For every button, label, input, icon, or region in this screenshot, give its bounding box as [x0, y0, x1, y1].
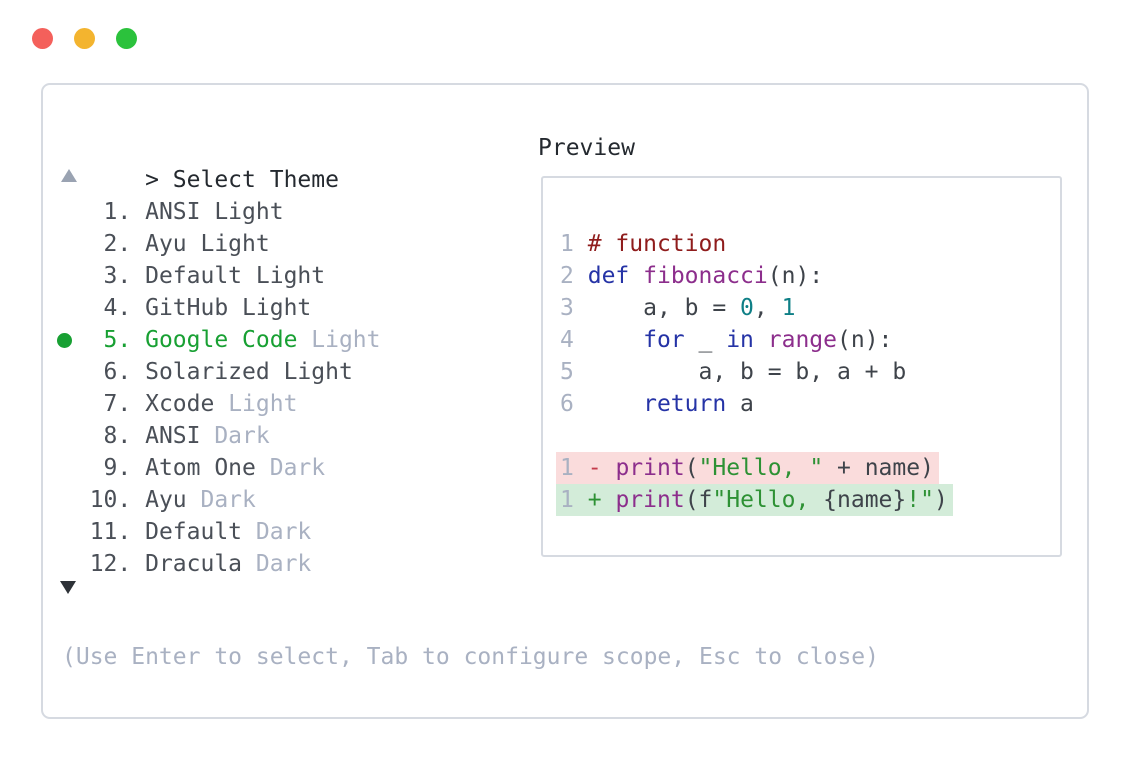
line-number: 2 — [560, 263, 574, 289]
selected-bullet-icon — [57, 333, 72, 348]
theme-list-item[interactable]: 11. Default Dark — [62, 516, 381, 548]
code-line: 5 a, b = b, a + b — [560, 359, 907, 385]
code-line: 1 # function — [560, 231, 727, 257]
line-number: 3 — [560, 295, 574, 321]
line-number: 5 — [560, 359, 574, 385]
window-zoom-button[interactable] — [116, 28, 137, 49]
window-close-button[interactable] — [32, 28, 53, 49]
theme-item-number: 11. — [62, 519, 146, 545]
theme-list-item[interactable]: 4. GitHub Light — [62, 292, 381, 324]
code-line: 3 a, b = 0, 1 — [560, 295, 796, 321]
code-line: 6 return a — [560, 391, 754, 417]
line-number: 1 — [560, 487, 574, 513]
window-controls — [32, 28, 137, 49]
line-number: 4 — [560, 327, 574, 353]
scroll-up-icon[interactable] — [61, 169, 77, 182]
theme-item-name: GitHub — [145, 295, 229, 321]
theme-item-number: 6. — [62, 359, 146, 385]
theme-item-name: Atom One — [145, 455, 256, 481]
theme-item-variant: Light — [228, 391, 298, 417]
theme-item-number: 2. — [62, 231, 146, 257]
theme-list-item[interactable]: 6. Solarized Light — [62, 356, 381, 388]
theme-list-item[interactable]: 12. Dracula Dark — [62, 548, 381, 580]
theme-list-item[interactable]: 8. ANSI Dark — [62, 420, 381, 452]
theme-item-number: 7. — [62, 391, 146, 417]
help-text: (Use Enter to select, Tab to configure s… — [62, 644, 879, 670]
theme-item-name: Solarized — [145, 359, 270, 385]
theme-item-name: ANSI — [145, 199, 201, 225]
theme-item-variant: Light — [311, 327, 381, 353]
theme-item-name: Dracula — [145, 551, 243, 577]
window-minimize-button[interactable] — [74, 28, 95, 49]
theme-item-number: 3. — [62, 263, 146, 289]
picker-title: Select Theme — [172, 167, 339, 193]
line-number: 1 — [560, 231, 574, 257]
theme-item-variant: Dark — [255, 551, 312, 577]
theme-item-number: 8. — [62, 423, 146, 449]
theme-list-item[interactable]: 7. Xcode Light — [62, 388, 381, 420]
theme-item-name: ANSI — [145, 423, 201, 449]
theme-list-item[interactable]: 9. Atom One Dark — [62, 452, 381, 484]
prompt-caret: > — [145, 167, 159, 193]
theme-list-item[interactable]: 3. Default Light — [62, 260, 381, 292]
line-number: 6 — [560, 391, 574, 417]
theme-item-variant: Dark — [269, 455, 326, 481]
theme-item-number: 12. — [62, 551, 146, 577]
theme-item-name: Google Code — [145, 327, 298, 353]
theme-item-variant: Dark — [255, 519, 312, 545]
theme-item-variant: Light — [242, 295, 312, 321]
theme-item-variant: Light — [283, 359, 353, 385]
theme-item-variant: Light — [255, 263, 326, 289]
theme-item-name: Xcode — [145, 391, 215, 417]
theme-list-item[interactable]: 2. Ayu Light — [62, 228, 381, 260]
theme-list-item[interactable]: 1. ANSI Light — [62, 196, 381, 228]
theme-item-number: 9. — [62, 455, 146, 481]
code-line: 1 + print(f"Hello, {name}!") — [556, 484, 953, 516]
theme-item-variant: Dark — [200, 487, 256, 513]
theme-item-variant: Light — [200, 231, 270, 257]
preview-title: Preview — [538, 135, 635, 161]
theme-item-variant: Dark — [214, 423, 270, 449]
theme-list-item[interactable]: 10. Ayu Dark — [62, 484, 381, 516]
code-preview: 1 # function 2 def fibonacci(n): 3 a, b = … — [556, 228, 953, 516]
theme-item-number: 10. — [62, 487, 146, 513]
theme-item-number: 1. — [62, 199, 146, 225]
theme-item-number: 4. — [62, 295, 146, 321]
code-line: 1 - print("Hello, " + name) — [556, 452, 953, 484]
theme-item-variant: Light — [214, 199, 284, 225]
theme-item-name: Ayu — [145, 487, 187, 513]
code-line — [560, 420, 953, 452]
theme-item-name: Ayu — [145, 231, 187, 257]
picker-prompt: > Select Theme — [62, 132, 339, 228]
theme-item-name: Default — [145, 263, 243, 289]
theme-list-item[interactable]: 5. Google Code Light — [57, 324, 381, 356]
scroll-down-icon[interactable] — [60, 581, 76, 594]
theme-item-name: Default — [145, 519, 243, 545]
code-line: 4 for _ in range(n): — [560, 327, 893, 353]
preview-pane: 1 # function 2 def fibonacci(n): 3 a, b = … — [541, 176, 1062, 557]
code-line: 2 def fibonacci(n): — [560, 263, 824, 289]
line-number: 1 — [560, 455, 574, 481]
theme-item-number: 5. — [62, 327, 146, 353]
